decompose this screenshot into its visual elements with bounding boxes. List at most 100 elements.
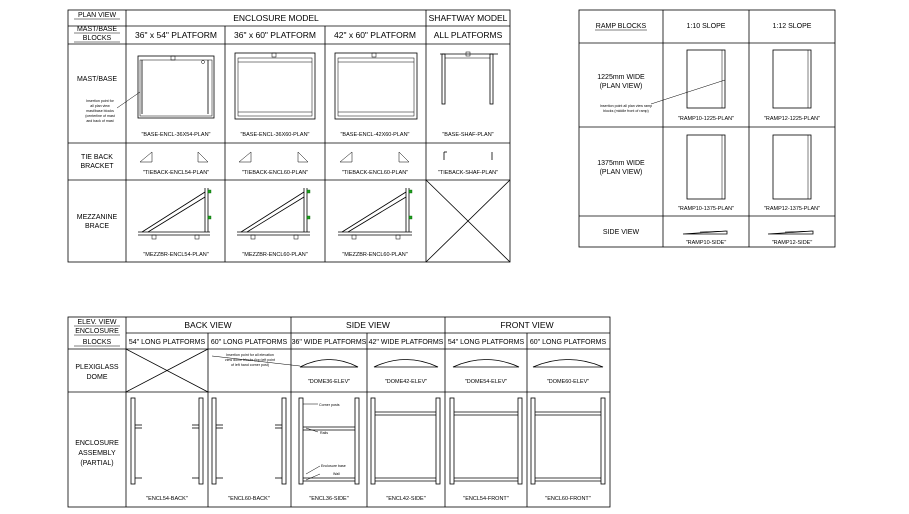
- mast-label-1: "BASE-ENCL-36X54-PLAN": [141, 132, 210, 138]
- mast-base-36x60-drawing: [234, 52, 316, 120]
- encl-front-60-drawing: [530, 397, 606, 485]
- dome-insertion-note: Insertion point for all elevation view d…: [211, 353, 301, 367]
- row-1225-a: 1225mm WIDE: [597, 74, 645, 81]
- encl-front-54-drawing: [449, 397, 523, 485]
- row-assembly: ASSEMBLY: [78, 450, 116, 457]
- row-1225-b: (PLAN VIEW): [600, 83, 643, 90]
- ramp-label-5: "RAMP10-SIDE": [686, 240, 727, 246]
- row-partial: (PARTIAL): [80, 460, 113, 467]
- callout-corner-posts: Corner posts: [319, 403, 340, 407]
- row-plexiglass: PLEXIGLASS: [75, 364, 119, 371]
- corner-line-3: BLOCKS: [83, 35, 112, 42]
- tieback-drawings: [139, 151, 493, 163]
- row-bracket: BRACKET: [80, 163, 114, 170]
- assembly-label-3: "ENCL36-SIDE": [309, 496, 348, 502]
- mast-label-3: "BASE-ENCL-42X60-PLAN": [340, 132, 409, 138]
- elev-col-6: 60" LONG PLATFORMS: [530, 339, 607, 346]
- encl-back-60-drawing: [211, 397, 287, 485]
- dome-label-4: "DOME60-ELEV": [547, 379, 589, 385]
- encl-side-42-drawing: [370, 397, 441, 485]
- ramp-plan-drawings: [686, 49, 812, 200]
- assembly-label-2: "ENCL60-BACK": [228, 496, 270, 502]
- col-all-platforms: ALL PLATFORMS: [434, 30, 503, 40]
- callout-enclosure-base: Enclosure base: [321, 464, 346, 468]
- dome-label-3: "DOME54-ELEV": [465, 379, 507, 385]
- elev-col-2: 60" LONG PLATFORMS: [211, 339, 288, 346]
- group-front-view: FRONT VIEW: [500, 320, 553, 330]
- ramp-blocks-table: RAMP BLOCKS 1:10 SLOPE 1:12 SLOPE 1225mm…: [578, 9, 836, 248]
- mast-base-36x54-drawing: [137, 55, 215, 119]
- encl-back-54-drawing: [130, 397, 204, 485]
- row-brace: BRACE: [85, 223, 109, 230]
- ramp-insertion-note: Insertion point all plan view ramp block…: [600, 104, 652, 113]
- ramp-label-3: "RAMP10-1375-PLAN": [678, 206, 734, 212]
- svg-text:Insertion point all plan view: Insertion point all plan view ramp: [600, 104, 652, 108]
- dome-label-2: "DOME42-ELEV": [385, 379, 427, 385]
- svg-text:view dome blocks (top left poi: view dome blocks (top left point: [225, 358, 275, 362]
- svg-text:of left hand corner post): of left hand corner post): [231, 363, 269, 367]
- ramp-label-2: "RAMP12-1225-PLAN": [764, 116, 820, 122]
- col-1-10-slope: 1:10 SLOPE: [687, 23, 726, 30]
- group-side-view: SIDE VIEW: [346, 320, 390, 330]
- svg-text:(centerline of mast: (centerline of mast: [85, 114, 115, 118]
- svg-text:Insertion point for: Insertion point for: [86, 99, 115, 103]
- tieback-label-3: "TIEBACK-ENCL60-PLAN": [342, 170, 408, 176]
- corner-line-1: PLAN VIEW: [78, 12, 117, 19]
- elev-col-3: 36" WIDE PLATFORMS: [292, 339, 367, 346]
- elev-col-4: 42" WIDE PLATFORMS: [369, 339, 444, 346]
- ramp-label-1: "RAMP10-1225-PLAN": [678, 116, 734, 122]
- ramp-label-6: "RAMP12-SIDE": [772, 240, 813, 246]
- shaftway-model-header: SHAFTWAY MODEL: [429, 13, 508, 23]
- ramp-corner: RAMP BLOCKS: [596, 23, 647, 30]
- assembly-label-5: "ENCL54-FRONT": [463, 496, 509, 502]
- group-back-view: BACK VIEW: [184, 320, 231, 330]
- elev-corner-3: BLOCKS: [83, 339, 112, 346]
- col-1-12-slope: 1:12 SLOPE: [773, 23, 812, 30]
- row-1375-a: 1375mm WIDE: [597, 160, 645, 167]
- elev-corner-2: ENCLOSURE: [75, 328, 119, 335]
- callout-wall: Wall: [333, 472, 340, 476]
- row-side-view: SIDE VIEW: [603, 229, 640, 236]
- svg-text:mast/base blocks: mast/base blocks: [86, 109, 114, 113]
- svg-text:and back of mast: and back of mast: [86, 119, 113, 123]
- col-36x54: 36" x 54" PLATFORM: [135, 30, 217, 40]
- col-36x60: 36" x 60" PLATFORM: [234, 30, 316, 40]
- row-tie-back: TIE BACK: [81, 154, 113, 161]
- tieback-label-1: "TIEBACK-ENCL54-PLAN": [143, 170, 209, 176]
- mezz-label-1: "MEZZBR-ENCL54-PLAN": [143, 252, 208, 258]
- tieback-label-4: "TIEBACK-SHAF-PLAN": [438, 170, 498, 176]
- mezz-label-3: "MEZZBR-ENCL60-PLAN": [342, 252, 407, 258]
- mezzanine-brace-3: [338, 188, 413, 240]
- mezzanine-brace-1: [138, 188, 212, 240]
- col-42x60: 42" x 60" PLATFORM: [334, 30, 416, 40]
- elev-corner-1: ELEV. VIEW: [77, 319, 116, 326]
- mast-label-2: "BASE-ENCL-36X60-PLAN": [240, 132, 309, 138]
- ramp-side-drawings: [682, 230, 814, 235]
- mast-base-42x60-drawing: [334, 52, 418, 120]
- row-mezzanine: MEZZANINE: [77, 214, 118, 221]
- svg-text:all plan view: all plan view: [90, 104, 110, 108]
- assembly-label-6: "ENCL60-FRONT": [545, 496, 591, 502]
- tieback-label-2: "TIEBACK-ENCL60-PLAN": [242, 170, 308, 176]
- enclosure-model-header: ENCLOSURE MODEL: [233, 13, 319, 23]
- mezz-label-2: "MEZZBR-ENCL60-PLAN": [242, 252, 307, 258]
- ramp-label-4: "RAMP12-1375-PLAN": [764, 206, 820, 212]
- corner-line-2: MAST/BASE: [77, 26, 117, 33]
- elev-col-1: 54" LONG PLATFORMS: [129, 339, 206, 346]
- row-enclosure: ENCLOSURE: [75, 440, 119, 447]
- svg-text:Insertion point for all elevat: Insertion point for all elevation: [226, 353, 274, 357]
- dome-drawings: [299, 359, 604, 368]
- elev-col-5: 54" LONG PLATFORMS: [448, 339, 525, 346]
- mast-label-4: "BASE-SHAF-PLAN": [442, 132, 493, 138]
- mast-base-shaftway-drawing: [440, 51, 498, 105]
- dome-label-1: "DOME36-ELEV": [308, 379, 350, 385]
- callout-rails: Rails: [320, 431, 328, 435]
- row-mast-base: MAST/BASE: [77, 76, 117, 83]
- row-dome: DOME: [87, 374, 108, 381]
- encl-side-36-drawing: [298, 397, 360, 485]
- mezzanine-brace-2: [237, 188, 311, 240]
- assembly-label-4: "ENCL42-SIDE": [386, 496, 425, 502]
- row-1375-b: (PLAN VIEW): [600, 169, 643, 176]
- assembly-label-1: "ENCL54-BACK": [146, 496, 188, 502]
